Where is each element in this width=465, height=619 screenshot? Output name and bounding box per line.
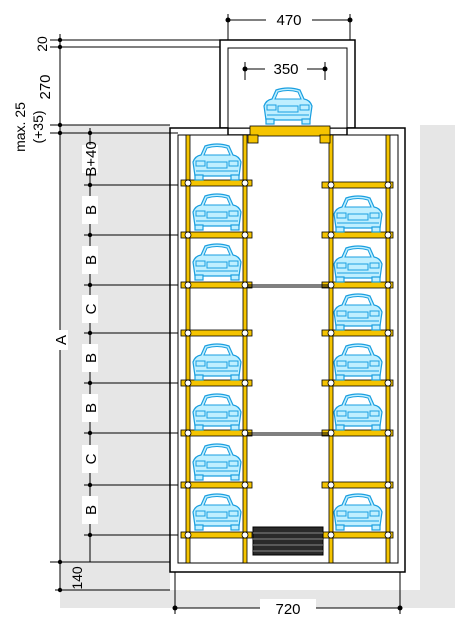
right-beam: [321, 481, 394, 489]
bottom-lift-platform: [252, 526, 324, 556]
right-beam: [321, 231, 394, 239]
car: [192, 443, 242, 481]
left-beam: [180, 379, 253, 387]
top-lift-platform: [247, 125, 331, 144]
frame-posts: [185, 134, 391, 564]
level-labels: B+40B B C B B C B: [82, 130, 178, 538]
top-width-label: 470: [276, 12, 301, 29]
roof-thickness-label: 20: [34, 36, 50, 52]
ground-walls: [60, 125, 455, 608]
car: [192, 193, 242, 231]
car: [333, 245, 383, 283]
level-label: B: [83, 505, 100, 515]
dimension-top-width: 470: [225, 10, 353, 40]
car: [333, 393, 383, 431]
level-label: B: [83, 353, 100, 363]
level-label: B: [83, 205, 100, 215]
level-label: B: [83, 403, 100, 413]
car: [263, 87, 313, 125]
car: [333, 195, 383, 233]
left-beam: [180, 429, 253, 437]
total-height-label: A: [53, 335, 70, 345]
dimension-car-width: 350: [242, 59, 328, 80]
left-beam: [180, 329, 253, 337]
left-platform-beams: [180, 179, 253, 539]
left-beam: [180, 179, 253, 187]
left-beam: [180, 481, 253, 489]
car: [192, 243, 242, 281]
cars: [192, 87, 383, 531]
dimension-left-outer: [50, 34, 220, 593]
car: [192, 143, 242, 181]
car-width-label: 350: [273, 61, 298, 78]
left-beam: [180, 281, 253, 289]
right-beam: [321, 281, 394, 289]
right-beam: [321, 429, 394, 437]
level-label: B+40: [83, 141, 100, 176]
right-platform-beams: [321, 181, 394, 539]
right-beam: [321, 379, 394, 387]
top-clearance-label: max. 25: [12, 102, 28, 152]
car: [333, 293, 383, 331]
dimension-pit-width: 720: [172, 572, 403, 618]
level-label: C: [83, 303, 100, 314]
pit-depth-label: 140: [69, 566, 85, 590]
left-beam: [180, 531, 253, 539]
right-beam: [321, 329, 394, 337]
car: [192, 343, 242, 381]
car: [192, 393, 242, 431]
right-beam: [321, 531, 394, 539]
level-label: C: [83, 453, 100, 464]
top-clearance-alt-label: (+35): [30, 110, 46, 143]
level-label: B: [83, 255, 100, 265]
car: [333, 493, 383, 531]
left-beam: [180, 231, 253, 239]
right-beam: [321, 181, 394, 189]
car: [333, 343, 383, 381]
car: [192, 493, 242, 531]
head-height-label: 270: [37, 74, 54, 99]
pit-width-label: 720: [275, 601, 300, 618]
cross-beams: [247, 284, 329, 436]
